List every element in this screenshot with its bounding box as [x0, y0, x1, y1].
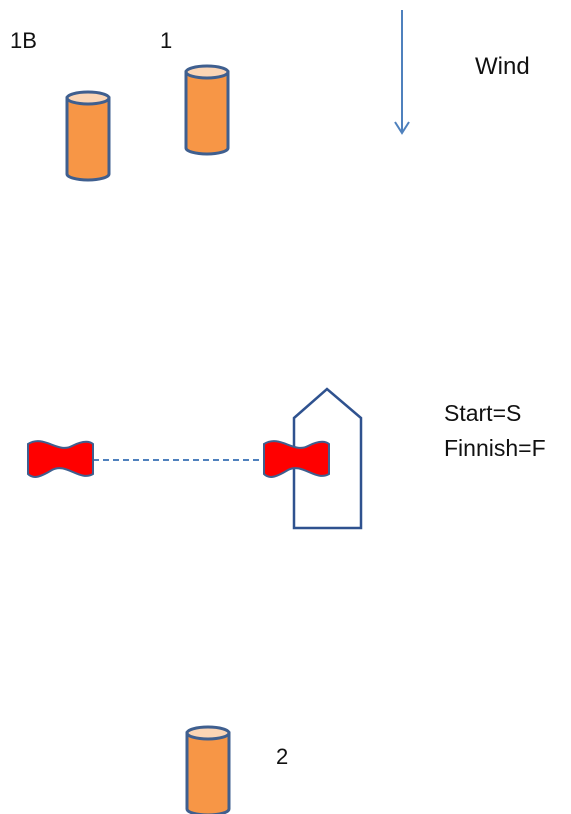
- boat-end-flag-icon: [263, 440, 330, 478]
- mark-1-label: 1: [160, 28, 172, 53]
- mark-2-label: 2: [276, 744, 288, 769]
- pin-end-flag-icon: [27, 440, 94, 478]
- wind-label: Wind: [475, 53, 530, 80]
- mark-2-buoy-icon: [185, 725, 231, 814]
- mark-1b-buoy-icon: [65, 90, 111, 182]
- legend-finish: Finnish=F: [444, 435, 546, 461]
- legend-start: Start=S: [444, 400, 521, 426]
- wind-arrow-icon: [394, 10, 410, 135]
- mark-1-buoy-icon: [184, 64, 230, 156]
- mark-1b-label: 1B: [10, 28, 37, 53]
